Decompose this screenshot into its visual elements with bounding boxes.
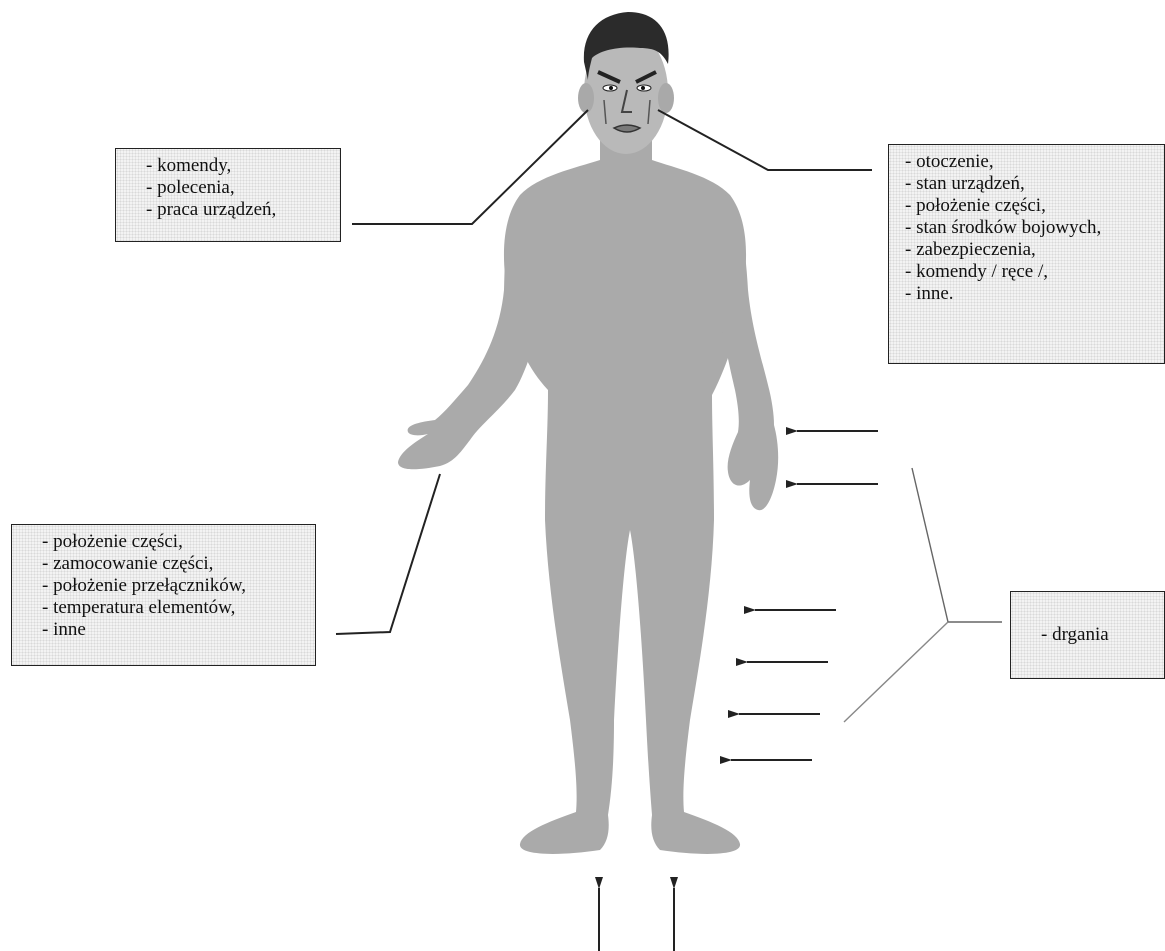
sight-info-box: - otoczenie, - stan urządzeń, - położeni… [888,144,1165,364]
left-arm [398,195,545,469]
sight-item: - stan środków bojowych, [905,217,1164,239]
hearing-item: - praca urządzeń, [146,199,340,221]
sight-item: - otoczenie, [905,151,1164,173]
vibration-leader-lower [844,622,948,722]
touch-info-box: - położenie części, - zamocowanie części… [11,524,316,666]
vibration-label: - drgania [1041,624,1109,646]
touch-leader-line [336,474,440,634]
vibration-leader-upper [912,468,1002,622]
touch-item: - zamocowanie części, [42,553,315,575]
human-figure [398,12,778,854]
touch-list: - położenie części, - zamocowanie części… [42,531,315,641]
sight-item: - zabezpieczenia, [905,239,1164,261]
right-ear [658,83,674,113]
sight-item: - komendy / ręce /, [905,261,1164,283]
touch-item: - temperatura elementów, [42,597,315,619]
hearing-info-box: - komendy, - polecenia, - praca urządzeń… [115,148,341,242]
sight-list: - otoczenie, - stan urządzeń, - położeni… [905,151,1164,305]
left-ear [578,83,594,113]
touch-item: - położenie przełączników, [42,575,315,597]
sight-leader-line [658,110,872,170]
sight-item: - stan urządzeń, [905,173,1164,195]
touch-item: - inne [42,619,315,641]
sight-item: - położenie części, [905,195,1164,217]
hearing-item: - polecenia, [146,177,340,199]
vibration-info-box: - drgania [1010,591,1165,679]
hearing-item: - komendy, [146,155,340,177]
sight-item: - inne. [905,283,1164,305]
hearing-list: - komendy, - polecenia, - praca urządzeń… [146,155,340,221]
touch-item: - położenie części, [42,531,315,553]
